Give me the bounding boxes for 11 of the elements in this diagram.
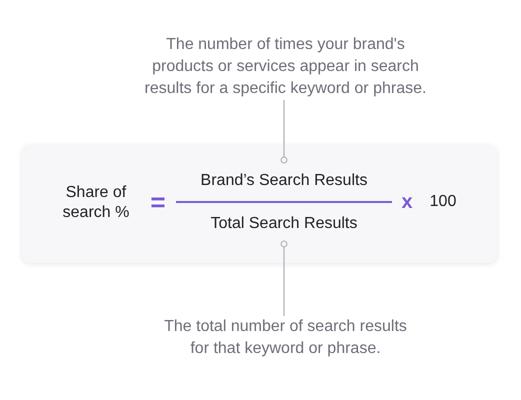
numerator-text: Brand’s Search Results: [200, 171, 368, 191]
callout-text: The total number of search results for that keyword or phrase.: [163, 317, 408, 359]
leader-line: [280, 100, 288, 164]
denominator-text: Total Search Results: [210, 214, 358, 234]
equals-sign: =: [150, 189, 166, 215]
multiplier-number: 100: [430, 192, 456, 212]
formula-label: Share of search %: [62, 183, 130, 223]
multiply-sign: x: [401, 192, 413, 212]
callout-text: The number of times your brand's products or services appear in search results for a specific keyword or phrase.: [144, 35, 428, 99]
leader-line: [280, 240, 288, 316]
formula-panel: [22, 145, 497, 263]
